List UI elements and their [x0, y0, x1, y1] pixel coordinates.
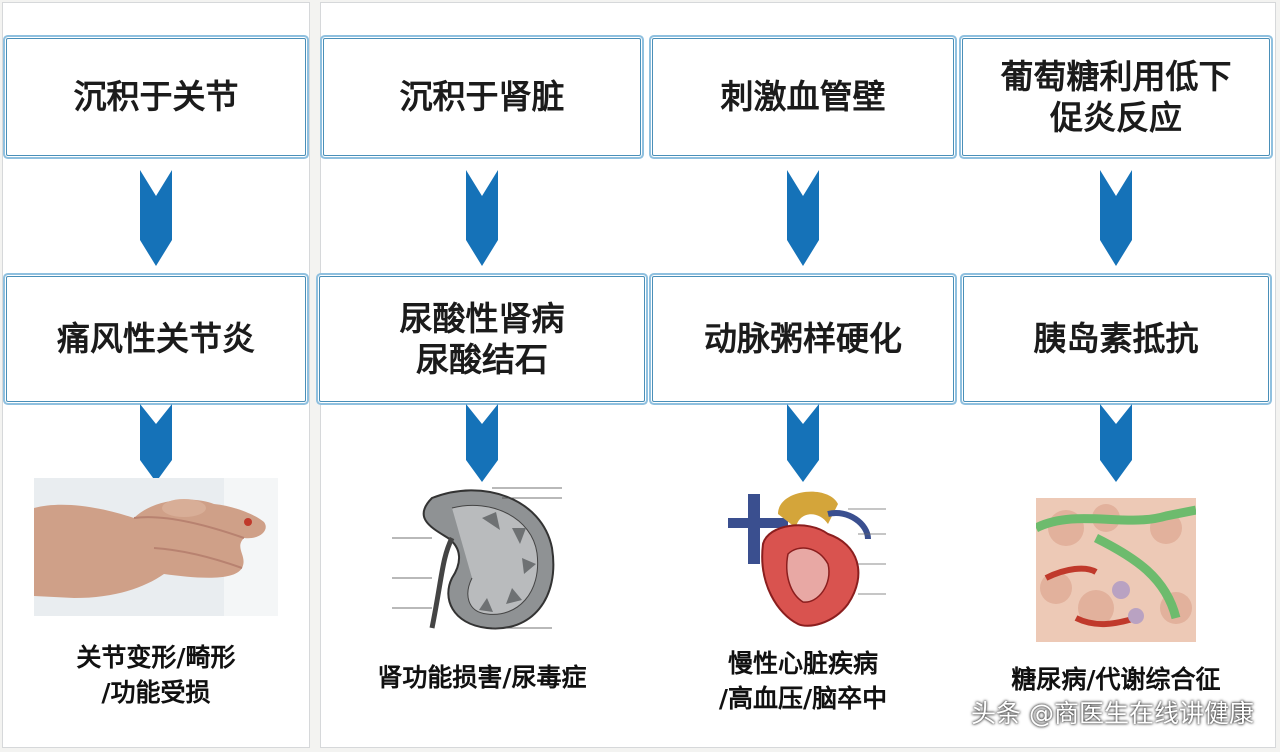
down-arrow-icon	[140, 404, 172, 482]
cause-box: 刺激血管壁	[652, 38, 954, 156]
kidney-illustration	[392, 487, 562, 630]
column-vessel: 刺激血管壁 动脉粥样硬化 慢性心脏疾病 /高血压/脑卒中	[650, 0, 956, 752]
outcome-caption: 糖尿病/代谢综合征	[1011, 665, 1221, 694]
column-kidney: 沉积于肾脏 尿酸性肾病 尿酸结石 肾功能损害/尿毒症	[319, 0, 645, 752]
down-arrow-icon	[787, 170, 819, 266]
heart-illustration	[718, 484, 888, 634]
outcome-caption: 关节变形/畸形 /功能受损	[76, 643, 236, 707]
down-arrow-icon	[787, 404, 819, 482]
disease-box: 痛风性关节炎	[6, 276, 306, 402]
watermark: 头条 @商医生在线讲健康	[971, 699, 1254, 728]
cause-box: 沉积于肾脏	[323, 38, 641, 156]
column-insulin: 葡萄糖利用低下 促炎反应 胰岛素抵抗 糖尿病/代谢综合征	[958, 0, 1274, 752]
down-arrow-icon	[140, 170, 172, 266]
down-arrow-icon	[466, 404, 498, 482]
disease-box: 胰岛素抵抗	[963, 276, 1269, 402]
column-joint: 沉积于关节 痛风性关节炎 关节变形/畸形 /功能受损	[0, 0, 312, 752]
disease-box: 动脉粥样硬化	[652, 276, 954, 402]
cause-box: 沉积于关节	[6, 38, 306, 156]
cause-box: 葡萄糖利用低下 促炎反应	[962, 38, 1270, 156]
outcome-caption: 肾功能损害/尿毒症	[377, 663, 587, 692]
outcome-caption: 慢性心脏疾病 /高血压/脑卒中	[718, 649, 888, 713]
down-arrow-icon	[466, 170, 498, 266]
pancreas-tissue-illustration	[1036, 498, 1196, 642]
hand-photo	[34, 478, 278, 616]
disease-box: 尿酸性肾病 尿酸结石	[319, 276, 645, 402]
down-arrow-icon	[1100, 170, 1132, 266]
down-arrow-icon	[1100, 404, 1132, 482]
